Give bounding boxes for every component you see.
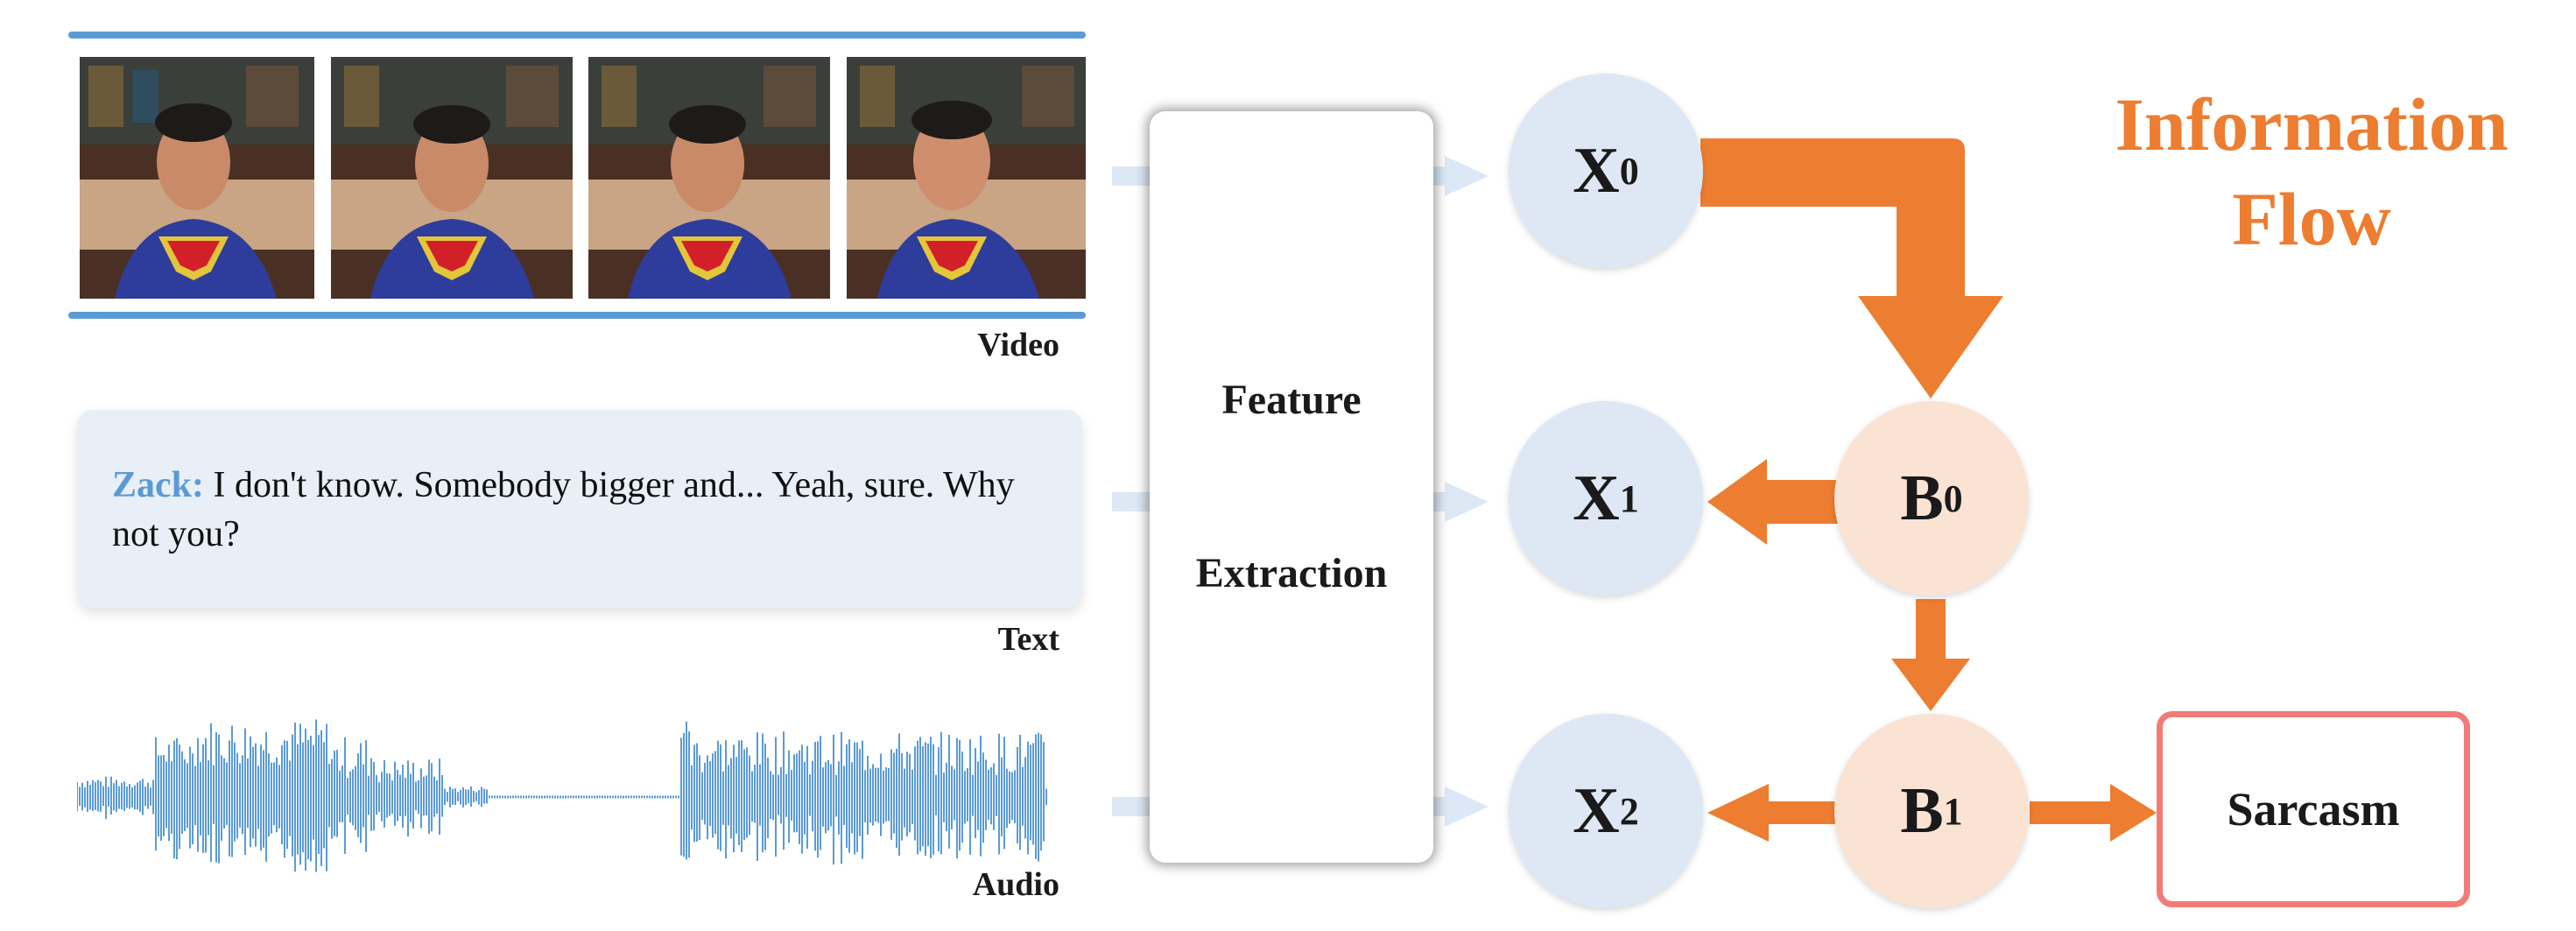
audio-label: Audio <box>972 866 1059 903</box>
utterance-content: I don't know. Somebody bigger and... Yea… <box>112 465 1015 554</box>
utterance-text: Zack: I don't know. Somebody bigger and.… <box>112 461 1058 559</box>
node-b1-subscript: 1 <box>1943 789 1963 833</box>
b1-to-sarcasm-arrow <box>2030 784 2157 842</box>
video-input-arrow-head <box>1445 156 1489 196</box>
video-label: Video <box>977 327 1059 363</box>
video-bottom-border <box>68 312 1086 319</box>
feature-extraction-line1: Feature <box>1221 377 1362 423</box>
feature-extraction-line2: Extraction <box>1195 550 1388 596</box>
utterance-box: Zack: I don't know. Somebody bigger and.… <box>77 410 1082 608</box>
video-frame-1 <box>80 57 314 299</box>
b1-to-x2-arrow <box>1707 784 1835 842</box>
information-flow-title-line2: Flow <box>2232 177 2391 261</box>
video-top-border <box>68 32 1086 39</box>
b0-to-b1-arrow <box>1891 599 1970 711</box>
b0-to-x1-arrow <box>1707 459 1839 545</box>
text-label: Text <box>997 621 1059 658</box>
node-b0-label: B <box>1900 462 1944 534</box>
sarcasm-label: Sarcasm <box>2227 783 2400 836</box>
node-x2-label: X <box>1573 774 1620 847</box>
node-x1-subscript: 1 <box>1619 476 1639 520</box>
video-frame-3 <box>588 57 830 299</box>
speaker-name: Zack: <box>112 465 204 505</box>
node-x0-label: X <box>1573 134 1620 207</box>
video-frame-2 <box>331 57 573 299</box>
node-b1-label: B <box>1900 774 1944 847</box>
audio-waveform <box>77 719 1047 872</box>
information-flow-title-line1: Information <box>2115 82 2509 166</box>
video-frame-4 <box>847 57 1086 299</box>
node-x2-subscript: 2 <box>1619 789 1639 833</box>
node-x1-label: X <box>1573 462 1620 534</box>
audio-input-arrow-head <box>1445 786 1489 827</box>
feature-extraction-box: Feature Extraction <box>1150 111 1433 863</box>
sarcasm-output-box: Sarcasm <box>2157 711 2470 907</box>
text-input-arrow-head <box>1445 482 1489 522</box>
node-x0-subscript: 0 <box>1619 149 1639 193</box>
node-b0-subscript: 0 <box>1943 476 1963 520</box>
x0-to-b0-arrow <box>1700 138 2003 398</box>
